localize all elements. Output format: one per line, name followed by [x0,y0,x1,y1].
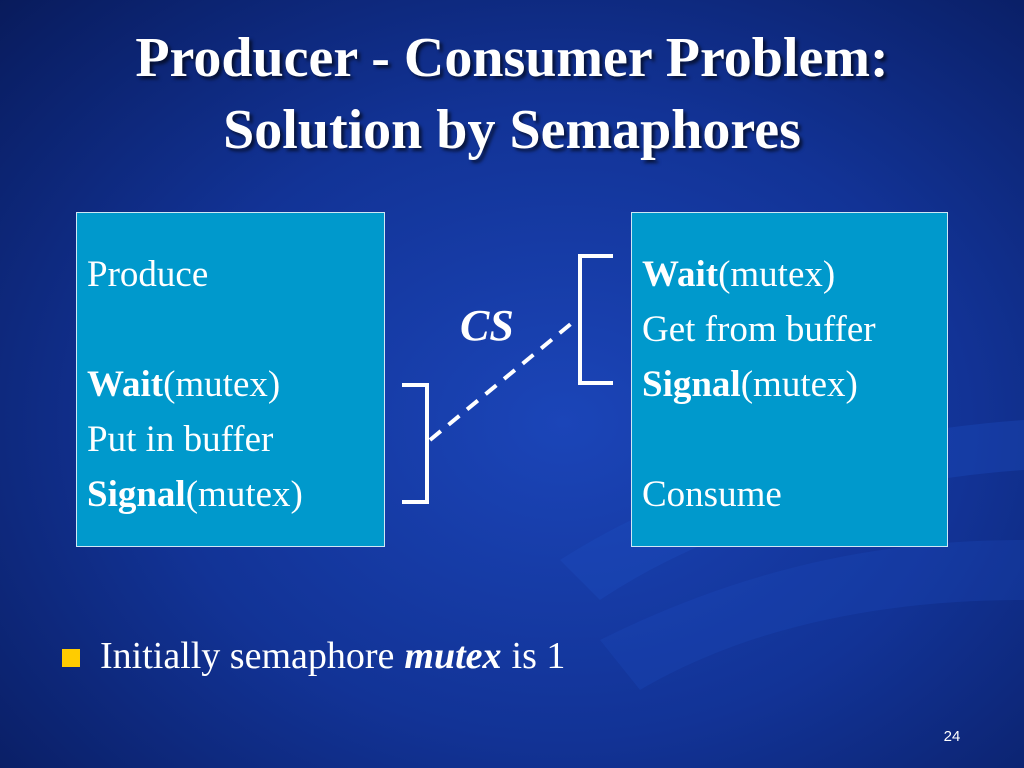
dashed-connector [428,316,580,442]
consumer-bracket [578,254,613,385]
bullet-suffix: is 1 [511,635,566,677]
producer-box: Produce Wait(mutex) Put in buffer Signal… [76,212,385,547]
bullet-item: Initially semaphore mutex is 1 [62,628,565,684]
consumer-line: Consume [642,474,782,515]
page-number: 24 [943,728,961,745]
producer-line: Wait(mutex) [87,364,281,405]
bullet-prefix: Initially semaphore [100,635,395,677]
consumer-line: Signal(mutex) [642,364,858,405]
producer-bracket [402,383,429,504]
consumer-line: Wait(mutex) [642,254,836,295]
bullet-emphasis: mutex [404,635,502,677]
producer-line: Produce [87,254,209,295]
producer-line: Put in buffer [87,419,274,460]
title-line-2: Solution by Semaphores [223,99,801,161]
producer-line: Signal(mutex) [87,474,303,515]
title-line-1: Producer - Consumer Problem: [135,27,889,89]
consumer-line: Get from buffer [642,309,876,350]
slide-title: Producer - Consumer Problem: Solution by… [0,22,1024,166]
consumer-box: Wait(mutex) Get from buffer Signal(mutex… [631,212,948,547]
square-bullet-icon [62,649,80,667]
cs-label: CS [460,301,514,350]
